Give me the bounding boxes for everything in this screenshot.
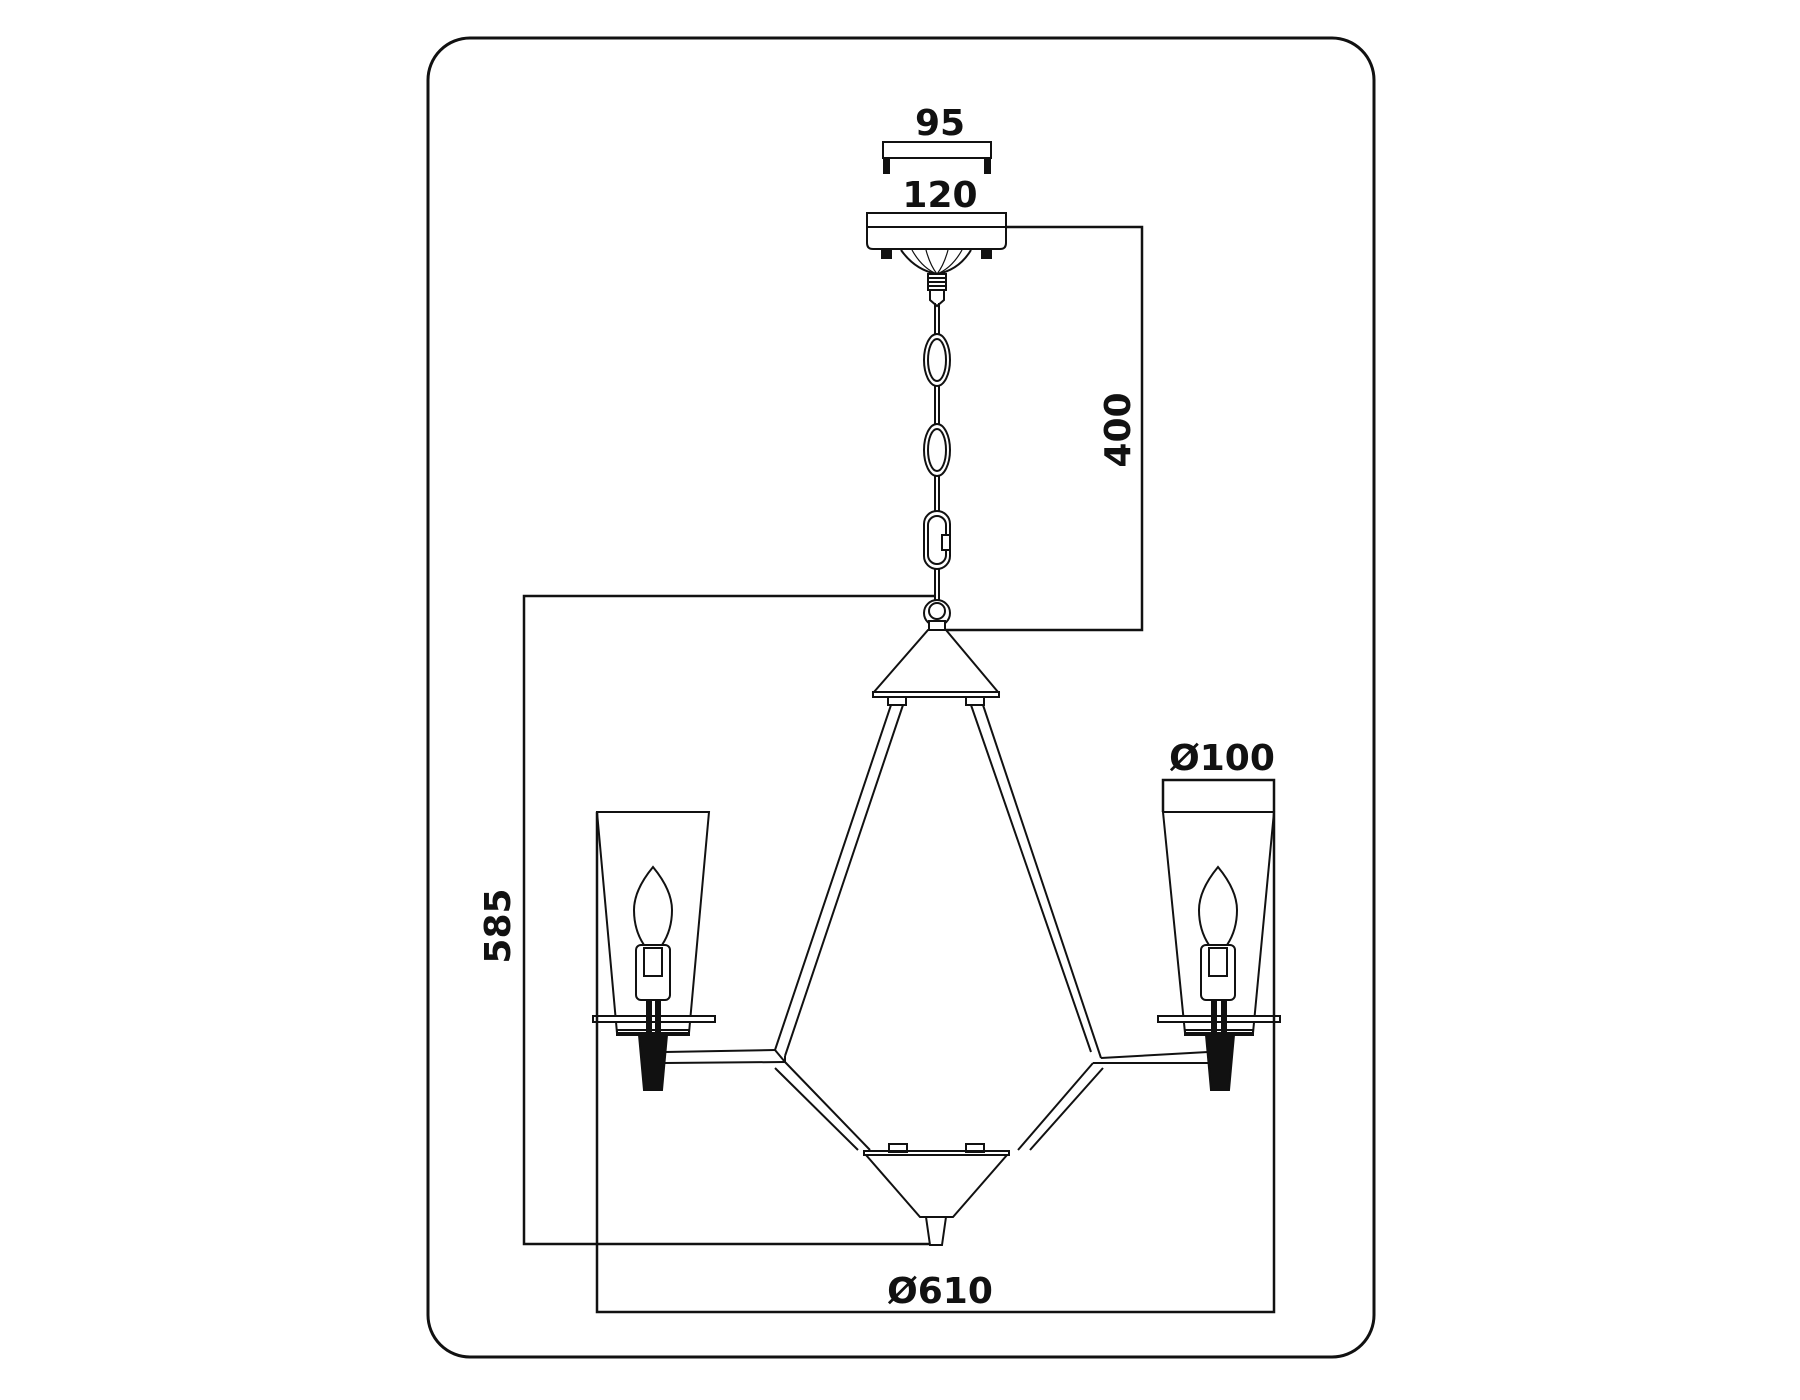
bottom-cone xyxy=(863,1143,1010,1246)
label-95: 95 xyxy=(915,103,965,144)
drawing-frame xyxy=(426,36,1376,1359)
right-light xyxy=(1157,811,1281,1091)
dim-line-585 xyxy=(522,594,935,1246)
ceiling-canopy xyxy=(866,212,1007,308)
dim-line-400 xyxy=(946,225,1144,632)
label-585: 585 xyxy=(478,888,519,963)
label-120: 120 xyxy=(902,175,977,216)
dim-line-610 xyxy=(595,812,1276,1314)
label-diameter-100: Ø100 xyxy=(1169,738,1275,779)
chain xyxy=(923,303,951,631)
mounting-bracket xyxy=(882,141,992,174)
top-cone xyxy=(871,629,1001,706)
dim-line-100 xyxy=(1161,778,1276,812)
label-400: 400 xyxy=(1098,392,1139,467)
label-diameter-610: Ø610 xyxy=(887,1271,993,1312)
frame-struts xyxy=(664,704,1209,1151)
left-light xyxy=(592,811,716,1091)
